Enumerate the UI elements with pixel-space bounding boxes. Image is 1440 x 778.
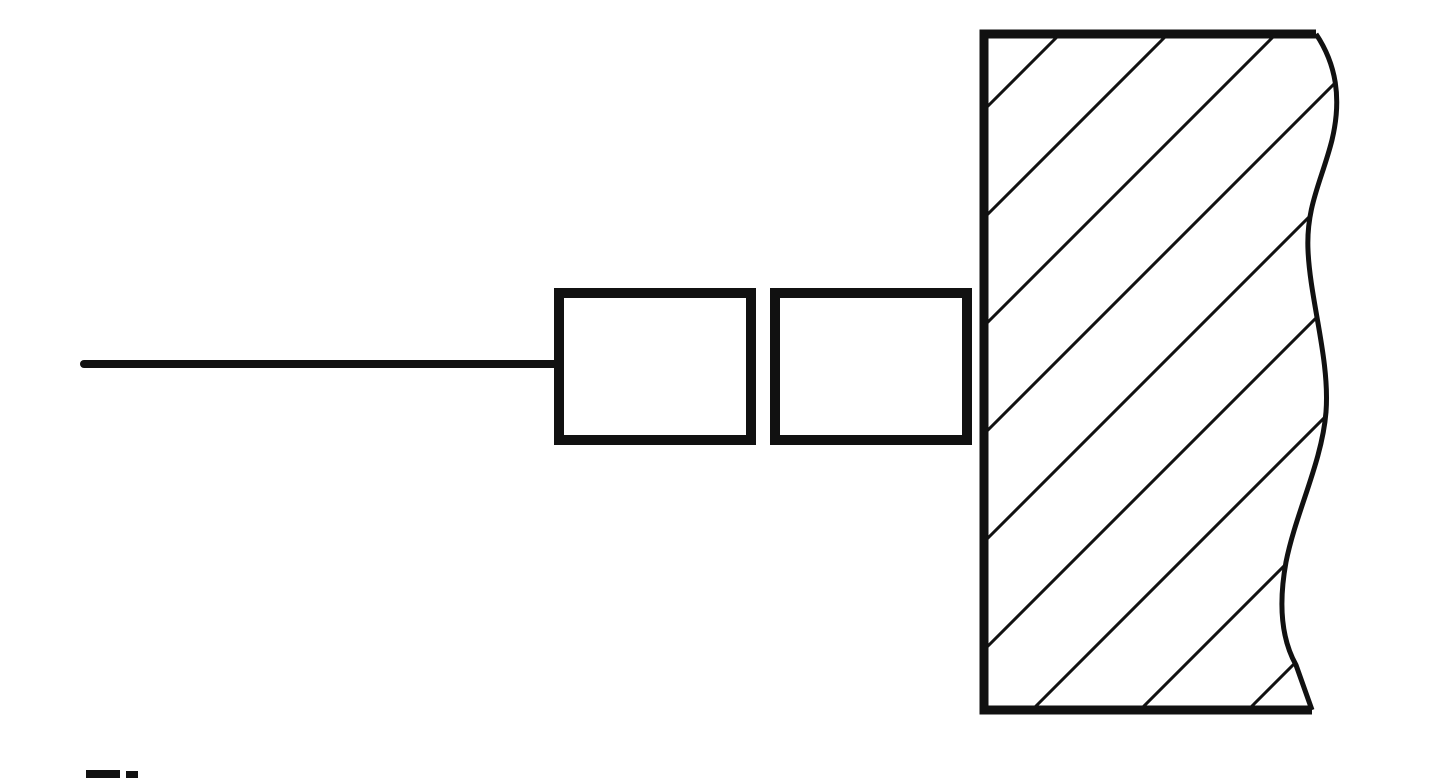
wall-break-edge bbox=[1279, 32, 1340, 711]
wall-outline bbox=[979, 29, 1316, 715]
wall-hatching bbox=[984, 34, 1337, 710]
wall bbox=[979, 29, 1340, 715]
caption-fragment bbox=[86, 770, 138, 778]
block-left bbox=[554, 288, 756, 445]
block-right bbox=[770, 288, 972, 445]
